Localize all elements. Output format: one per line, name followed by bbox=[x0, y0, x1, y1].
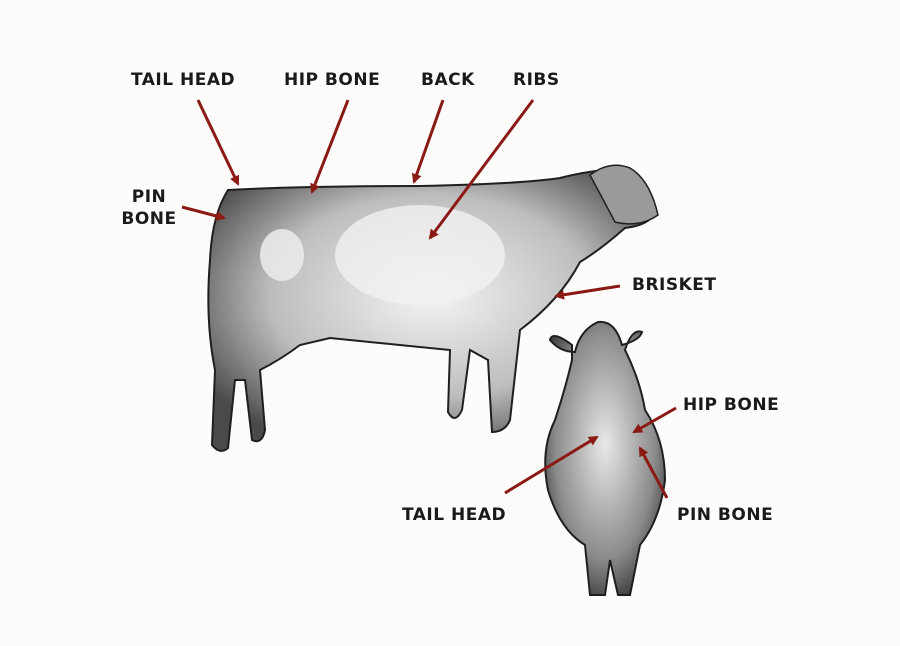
arrow-rear-hip-bone bbox=[632, 406, 677, 434]
arrow-ribs bbox=[428, 99, 535, 240]
cow-side-view bbox=[207, 164, 659, 452]
label-ribs: RIBS bbox=[513, 70, 560, 90]
cow-rear-view bbox=[544, 320, 667, 596]
label-rear-tail-head: TAIL HEAD bbox=[402, 505, 507, 525]
label-pin-bone: PIN BONE bbox=[119, 186, 179, 230]
arrow-back bbox=[411, 99, 445, 184]
label-rear-pin-bone: PIN BONE bbox=[677, 505, 774, 525]
arrow-tail-head bbox=[196, 99, 240, 186]
arrow-rear-tail-head bbox=[504, 435, 599, 495]
label-tail-head: TAIL HEAD bbox=[131, 70, 236, 90]
label-hip-bone: HIP BONE bbox=[284, 70, 381, 90]
label-brisket: BRISKET bbox=[632, 275, 717, 295]
arrows bbox=[181, 99, 677, 499]
label-back: BACK bbox=[421, 70, 475, 90]
label-rear-hip-bone: HIP BONE bbox=[683, 395, 780, 415]
arrow-rear-pin-bone bbox=[638, 446, 669, 499]
arrow-hip-bone bbox=[310, 99, 350, 194]
arrow-pin-bone bbox=[181, 205, 226, 221]
label-pin-bone-line1: PIN bbox=[131, 187, 167, 207]
label-pin-bone-line2: BONE bbox=[121, 209, 177, 229]
arrow-brisket bbox=[554, 284, 621, 300]
